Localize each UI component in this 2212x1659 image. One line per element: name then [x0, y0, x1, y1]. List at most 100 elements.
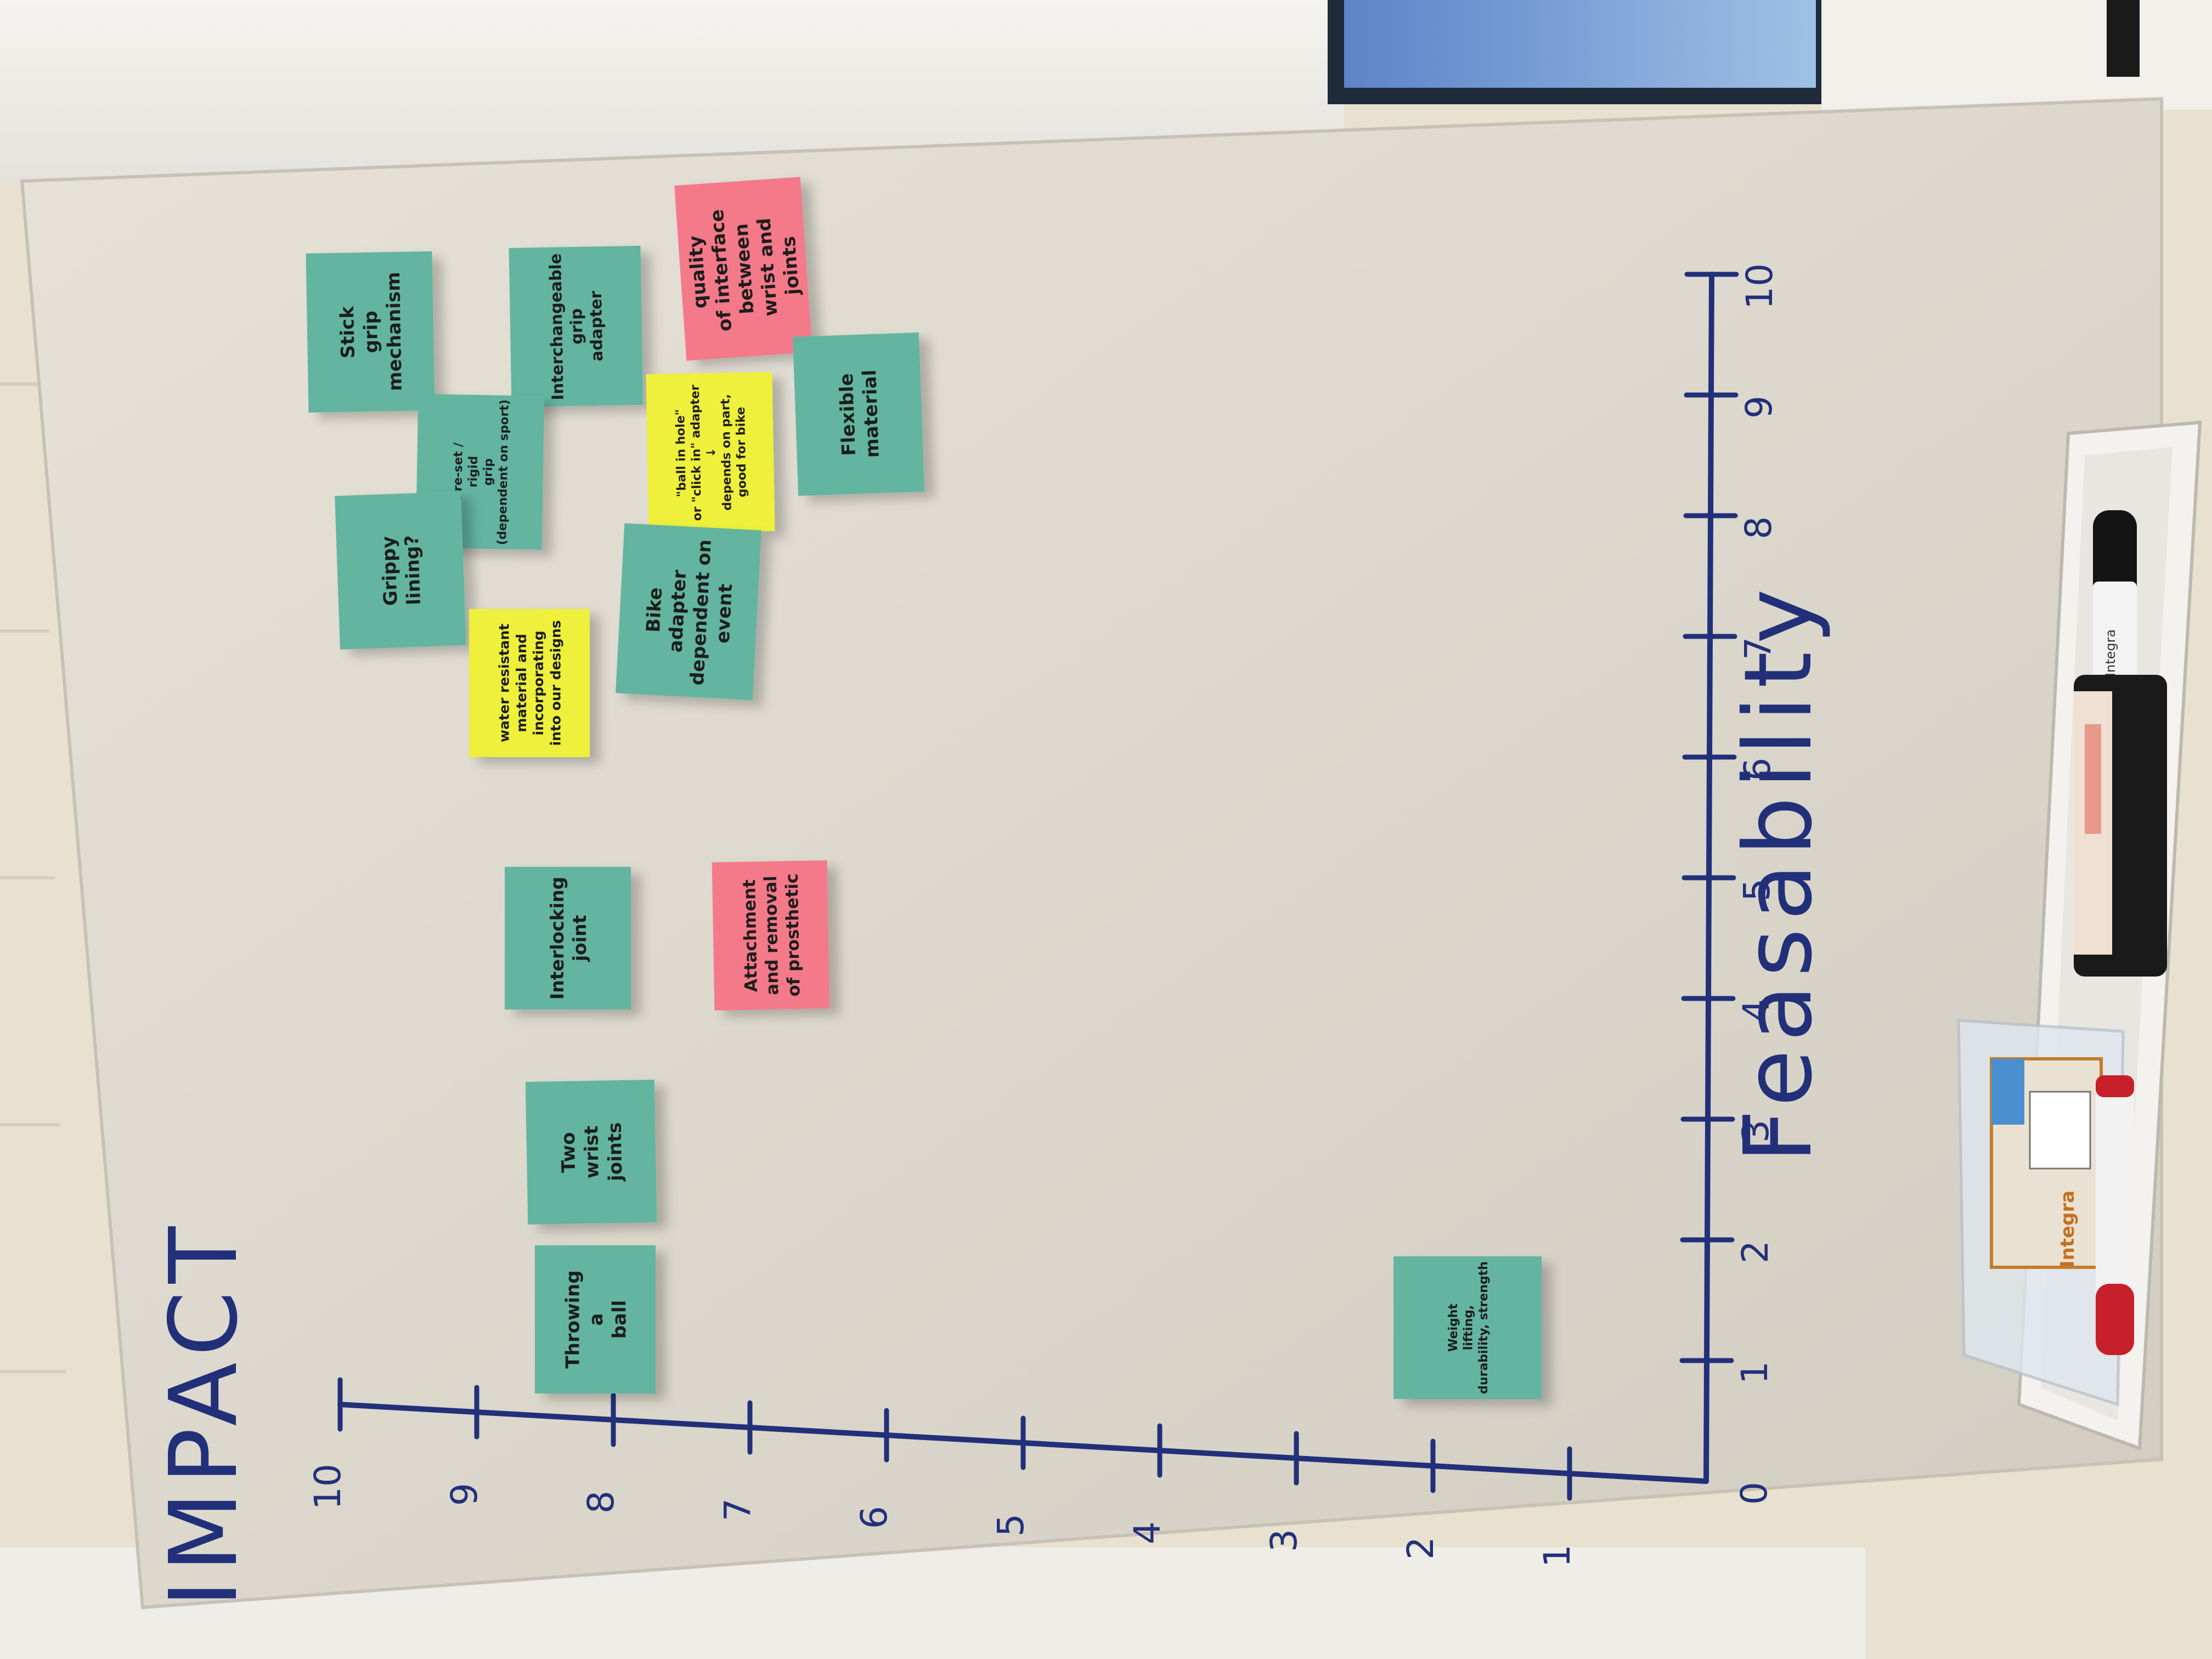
sticky-note-line: quality — [684, 235, 711, 309]
sticky-note-line: lifting, — [1462, 1305, 1475, 1350]
y-tick-label: 3 — [1263, 1529, 1305, 1552]
marker-red[interactable] — [2096, 1075, 2134, 1355]
x-tick-label: 2 — [1734, 1240, 1776, 1263]
x-tick-label: 9 — [1738, 396, 1780, 419]
sticky-note-line: lining? — [401, 535, 425, 606]
sticky-note-line: a — [585, 1313, 607, 1326]
x-tick-label: 7 — [1737, 637, 1779, 660]
y-tick-label: 1 — [1536, 1544, 1578, 1567]
sticky-note-paper — [674, 177, 812, 361]
sticky-note-line: Flexible — [836, 373, 860, 456]
sticky-note-text: "ball in hole"or "click in" adapter↓depe… — [674, 385, 749, 521]
sticky-note-line: Stick — [336, 305, 359, 358]
sticky-note-paper — [469, 609, 590, 757]
sticky-note-line: Weight — [1447, 1304, 1460, 1352]
sticky-note-paper — [793, 332, 924, 496]
sticky-note-line: durability, strength — [1477, 1261, 1491, 1394]
sticky-note-line: Interchangeable — [546, 253, 567, 400]
sticky-note-line: joints — [604, 1122, 627, 1182]
sticky-note-line: (dependent on sport) — [495, 399, 512, 545]
sticky-note-line: rigid — [466, 456, 481, 488]
x-tick-label: 8 — [1737, 516, 1780, 539]
sticky-note-line: ball — [608, 1300, 630, 1339]
marker-brand-label: Integra — [2103, 629, 2118, 676]
sticky-note-line: ↓ — [704, 448, 718, 458]
x-tick-label: 3 — [1735, 1120, 1777, 1143]
sticky-note-line: water resistant — [496, 624, 512, 742]
sticky-note-paper — [712, 860, 830, 1011]
x-tick-label: 1 — [1734, 1361, 1776, 1384]
sticky-note-line: event — [712, 583, 737, 644]
sticky-note-paper — [646, 372, 775, 533]
sticky-note-ball-in-hole[interactable]: "ball in hole"or "click in" adapter↓depe… — [646, 372, 775, 533]
marker-pack-brand: Integra — [2057, 1190, 2079, 1267]
window-view — [1344, 0, 1816, 88]
sticky-note-line: Grippy — [377, 535, 402, 606]
sticky-note-line: Bike — [642, 587, 667, 633]
whiteboard — [20, 97, 2163, 1610]
x-tick-label: 5 — [1736, 878, 1778, 901]
sticky-note-line: good for bike — [734, 407, 749, 497]
sticky-note-line: mechanism — [382, 272, 407, 391]
eraser[interactable] — [2074, 675, 2167, 977]
sticky-note-paper — [505, 867, 631, 1009]
sticky-note-line: and removal — [761, 876, 783, 995]
marker-black[interactable]: Integra — [2093, 510, 2137, 680]
sticky-note-line: joint — [569, 915, 590, 962]
sticky-note-line: adapter — [586, 290, 606, 362]
x-tick-label: 6 — [1736, 758, 1779, 781]
sticky-note-line: "ball in hole" — [674, 409, 689, 498]
sticky-note-line: grip — [360, 311, 382, 353]
sticky-note-line: Pre-set / — [451, 442, 466, 501]
sticky-note-line: Interlocking — [546, 877, 568, 1000]
window-shade-right — [1821, 0, 2212, 110]
sticky-note-paper — [616, 523, 761, 701]
y-tick-label: 7 — [716, 1498, 759, 1521]
x-tick-label: 0 — [1733, 1482, 1775, 1505]
x-tick-label: 4 — [1735, 999, 1778, 1022]
sticky-note-paper — [306, 251, 435, 413]
sticky-note-paper — [1393, 1256, 1542, 1399]
sticky-note-paper — [525, 1079, 657, 1225]
sticky-note-line: material — [859, 369, 884, 458]
sticky-note-line: wrist — [580, 1125, 603, 1178]
sticky-note-paper — [535, 1245, 656, 1393]
sticky-note-paper — [335, 492, 466, 650]
y-tick-label: 4 — [1126, 1521, 1169, 1544]
y-tick-label: 10 — [307, 1464, 349, 1510]
y-tick-label: 2 — [1400, 1537, 1442, 1560]
y-tick-label: 6 — [853, 1506, 895, 1529]
y-tick-label: 9 — [443, 1483, 486, 1506]
sticky-note-line: adapter — [665, 569, 691, 653]
y-tick-label: 5 — [990, 1514, 1032, 1537]
sticky-note-line: material and — [514, 634, 529, 732]
sticky-note-line: grip — [482, 458, 496, 486]
sticky-note-line: into our designs — [548, 620, 563, 746]
sticky-note-line: joints — [778, 235, 804, 297]
sticky-note-line: depends on part, — [719, 394, 735, 511]
x-tick-label: 10 — [1739, 263, 1781, 309]
